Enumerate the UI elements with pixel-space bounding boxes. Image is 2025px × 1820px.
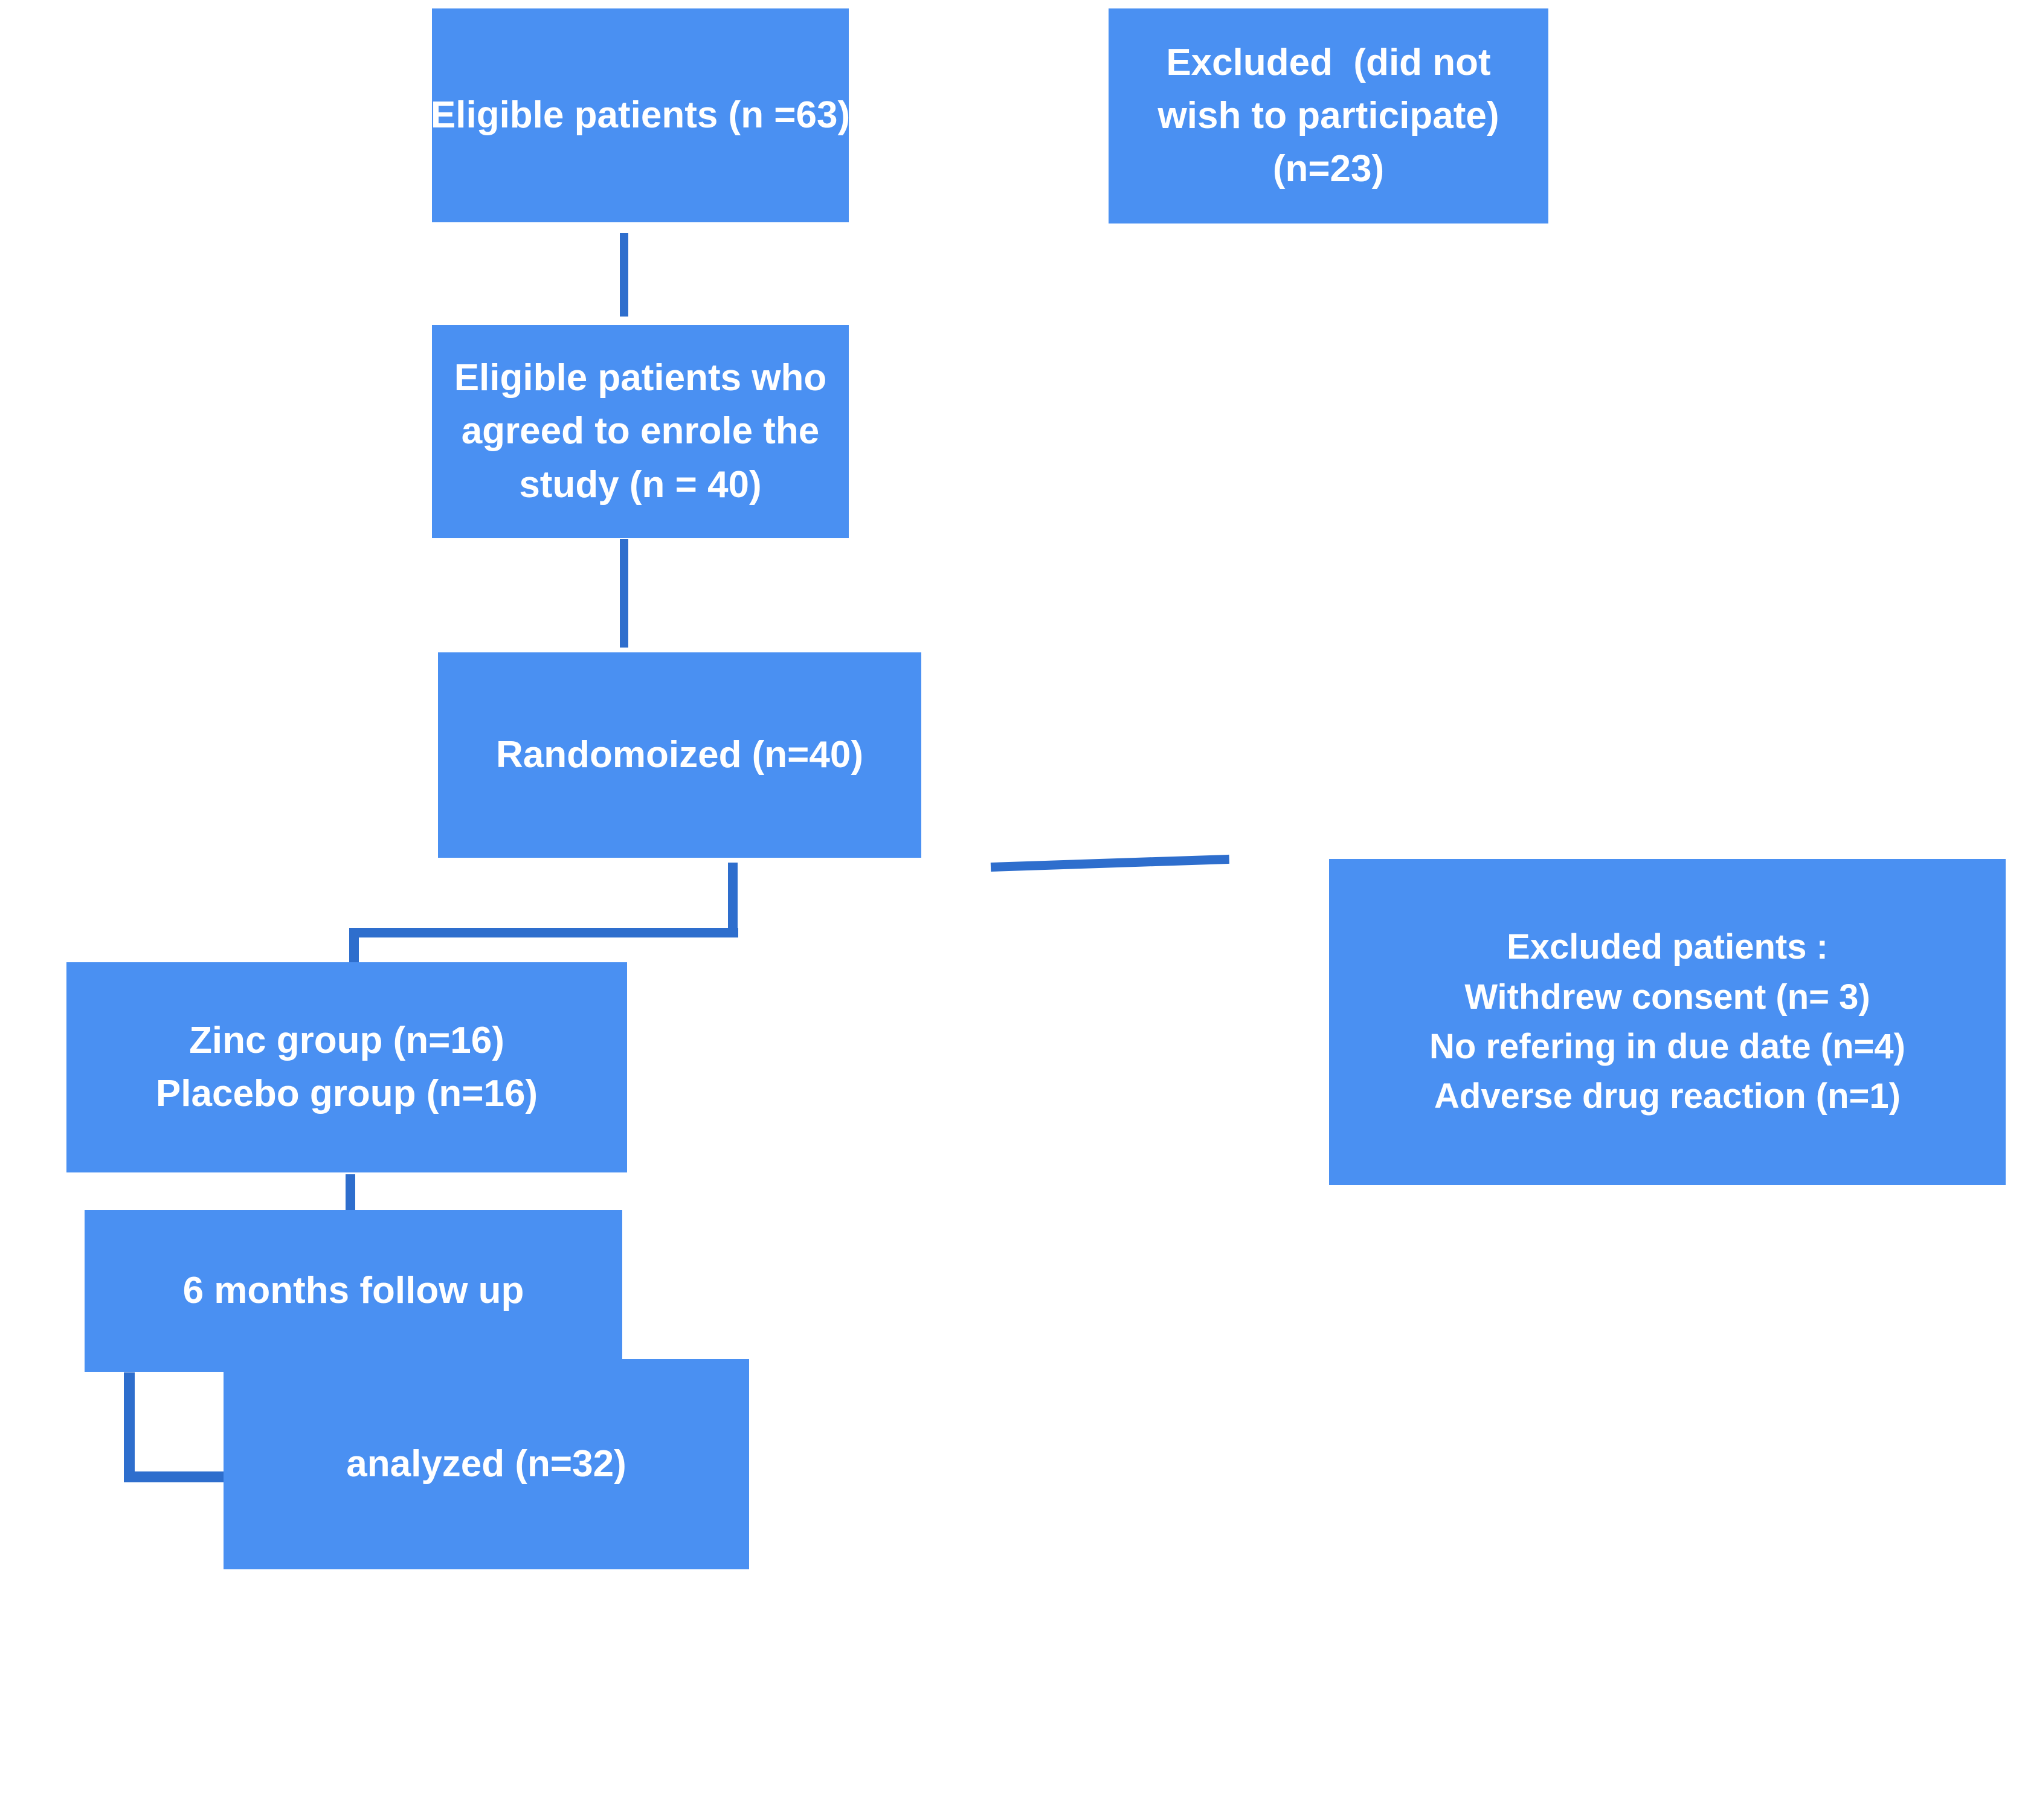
node-excluded-did-not-wish-line-2: wish to participate) [1157, 94, 1499, 137]
node-eligible-patients: Eligible patients (n =63) [430, 8, 851, 222]
connector-followup-to-analyzed [124, 1471, 227, 1482]
node-agreed-to-enrole-line-1: Eligible patients who [454, 357, 827, 399]
node-randomized: Randomoized (n=40) [438, 652, 921, 858]
node-excluded-did-not-wish-line-3: (n=23) [1272, 148, 1385, 190]
node-study-groups-zinc-line: Zinc group (n=16) [189, 1019, 504, 1061]
node-agreed-to-enrole: Eligible patients who agreed to enrole t… [432, 325, 849, 538]
node-excluded-did-not-wish: Excluded (did not wish to participate) (… [1109, 8, 1548, 223]
node-analyzed: analyzed (n=32) [224, 1359, 749, 1569]
connector-randomized-to-groups [349, 928, 359, 964]
node-analyzed-line-1: analyzed (n=32) [346, 1442, 626, 1485]
node-randomized-line-1: Randomoized (n=40) [495, 733, 863, 776]
node-excluded-did-not-wish-line-1: Excluded (did not [1166, 41, 1491, 83]
node-study-groups-placebo-line: Placebo group (n=16) [155, 1073, 538, 1114]
connector-randomized-left [349, 928, 738, 937]
node-eligible-patients-line-1: Eligible patients (n =63) [430, 94, 851, 136]
connector-randomized-down [728, 863, 738, 936]
connector-agreed-to-randomized [620, 539, 628, 648]
node-excluded-patients-reasons-line-4: Adverse drug reaction (n=1) [1434, 1076, 1901, 1116]
node-excluded-patients-reasons: Excluded patients : Withdrew consent (n=… [1329, 859, 2006, 1185]
node-excluded-patients-reasons-line-2: Withdrew consent (n= 3) [1464, 977, 1870, 1017]
node-six-months-follow-up-line-1: 6 months follow up [182, 1269, 524, 1311]
node-six-months-follow-up: 6 months follow up [85, 1210, 622, 1372]
node-agreed-to-enrole-line-2: agreed to enrole the [461, 410, 820, 452]
connector-followup-down [124, 1372, 135, 1481]
node-study-groups: Zinc group (n=16) Placebo group (n=16) [66, 962, 627, 1172]
connector-groups-to-followup [346, 1174, 355, 1211]
node-excluded-patients-reasons-line-3: No refering in due date (n=4) [1429, 1027, 1905, 1066]
connector-eligible-to-agreed [620, 233, 628, 317]
connector-randomized-to-excluded-patients [990, 854, 1230, 872]
node-agreed-to-enrole-line-3: study (n = 40) [519, 463, 762, 506]
node-excluded-patients-reasons-line-1: Excluded patients : [1507, 927, 1828, 967]
